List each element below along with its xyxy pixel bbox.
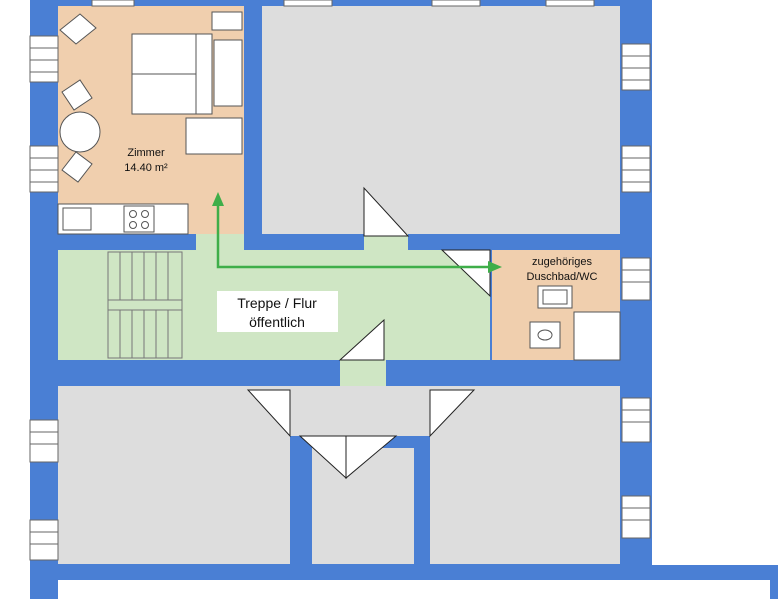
bad-label: zugehöriges Duschbad/WC <box>527 256 598 283</box>
chair-bottom <box>61 151 93 183</box>
windows-left <box>29 35 59 561</box>
staircase-icon <box>107 251 183 359</box>
round-table <box>59 111 101 153</box>
zimmer-name: Zimmer <box>127 147 165 159</box>
room-bottom-middle <box>312 448 414 564</box>
door-bottom-right <box>429 389 476 438</box>
corridor-bottom-notch <box>340 358 386 388</box>
bathroom-fixtures <box>529 285 621 361</box>
flur-line2: öffentlich <box>249 314 305 330</box>
stove-icon <box>123 205 155 233</box>
bad-line1: zugehöriges <box>532 256 592 268</box>
door-bathroom <box>440 249 491 298</box>
flur-label: Treppe / Flur öffentlich <box>237 295 317 330</box>
hall-bottom-middle <box>290 386 430 436</box>
windows-right <box>621 43 651 539</box>
flur-line1: Treppe / Flur <box>237 295 317 311</box>
sideboard <box>185 117 243 155</box>
door-swings <box>246 186 491 480</box>
chair-top <box>61 79 93 111</box>
flur-label-box <box>217 291 338 332</box>
corridor-left-notch <box>196 234 244 254</box>
room-bottom-left <box>58 386 290 564</box>
arrow-route-icon <box>212 192 502 273</box>
door-bottom-middle-b <box>345 435 398 480</box>
windows-top <box>91 0 595 7</box>
nightstand <box>213 39 243 107</box>
zimmer-area: 14.40 m² <box>124 162 168 174</box>
sink <box>62 207 92 231</box>
desk <box>59 13 97 45</box>
room-bottom-right <box>430 386 620 564</box>
room-top-right <box>262 6 620 234</box>
wardrobe <box>211 11 243 31</box>
zimmer-furniture <box>57 11 243 235</box>
shower <box>573 311 621 361</box>
bad-line2: Duschbad/WC <box>527 271 598 283</box>
zimmer-label: Zimmer 14.40 m² <box>124 147 168 174</box>
corridor-door-notch <box>364 234 408 254</box>
annex-room <box>58 580 770 599</box>
door-bottom-left <box>246 389 291 438</box>
door-corridor-bottom <box>338 318 385 361</box>
door-top-right-room <box>363 186 410 237</box>
